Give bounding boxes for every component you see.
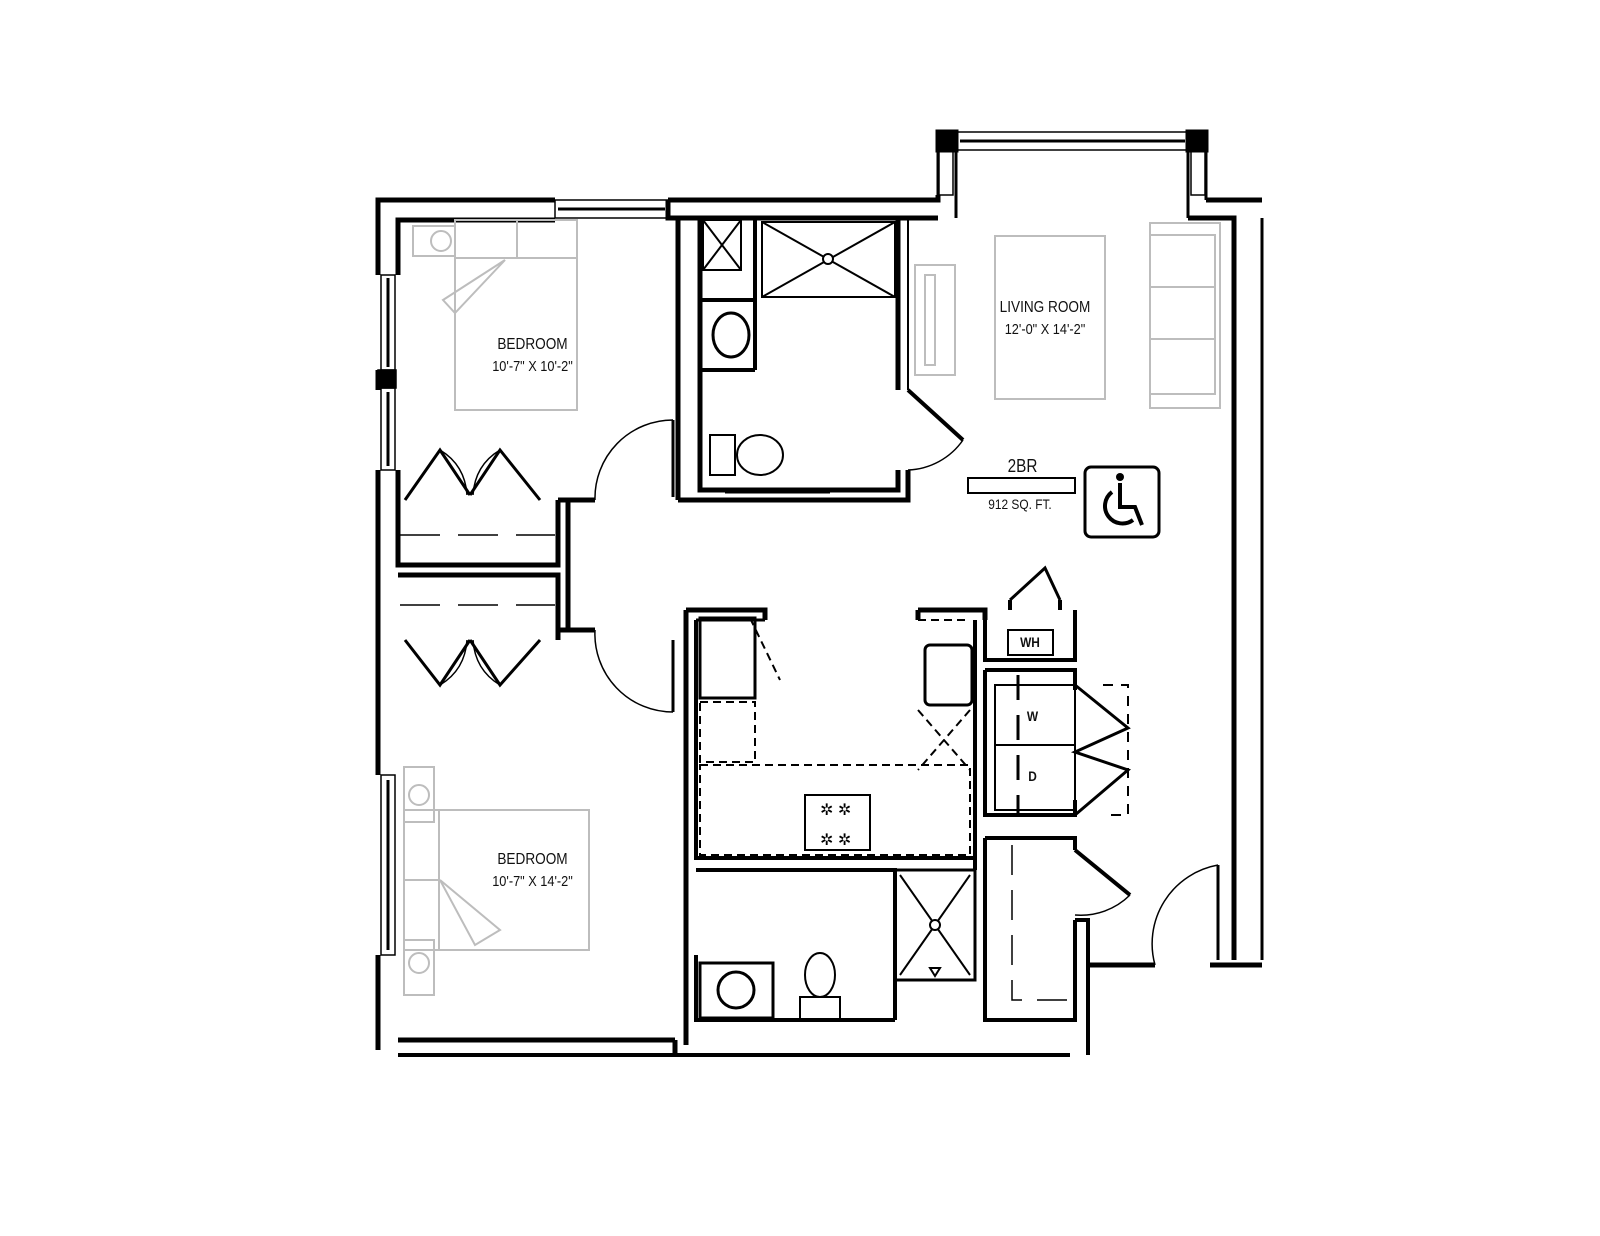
unit-area: 912 SQ. FT. <box>988 496 1052 512</box>
washer-label: W <box>1026 708 1039 724</box>
kitchen-cabinets: ✲ ✲ ✲ ✲ <box>698 616 974 856</box>
wheelchair-accessible-icon <box>1083 465 1161 539</box>
bath-1-fixtures <box>702 219 896 494</box>
unit-label-bar <box>967 477 1076 494</box>
living-room-label: LIVING ROOM <box>999 299 1091 316</box>
dryer-label: D <box>1028 768 1037 784</box>
bath-2-fixtures <box>698 874 971 1020</box>
doors <box>400 388 1220 1001</box>
svg-text:✲ ✲: ✲ ✲ <box>820 832 851 849</box>
exterior-walls <box>375 129 1264 1057</box>
living-room-dimensions: 12'-0" X 14'-2" <box>1004 321 1086 338</box>
windows <box>377 131 1206 956</box>
water-heater-label: WH <box>1020 634 1040 650</box>
bedroom-1-dimensions: 10'-7" X 10'-2" <box>492 358 573 375</box>
furniture <box>403 219 1221 996</box>
bedroom-1-label: BEDROOM <box>497 336 568 353</box>
bedroom-2-dimensions: 10'-7" X 14'-2" <box>492 873 573 890</box>
interior-walls <box>395 218 1090 1045</box>
unit-type: 2BR <box>1007 456 1038 476</box>
svg-text:✲ ✲: ✲ ✲ <box>820 802 851 819</box>
laundry-appliances <box>994 629 1076 815</box>
bedroom-2-label: BEDROOM <box>497 851 568 868</box>
